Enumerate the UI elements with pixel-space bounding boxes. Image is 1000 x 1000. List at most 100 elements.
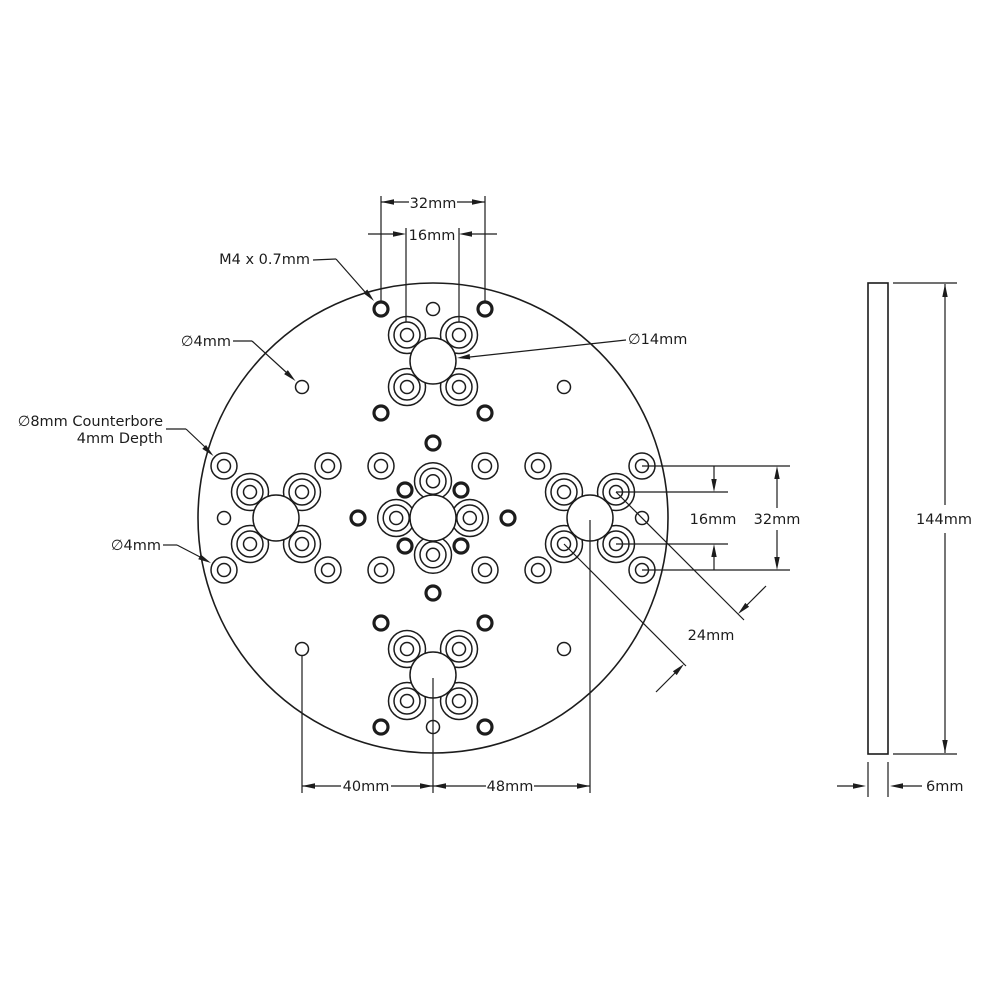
- dimension-arrowhead: [890, 783, 903, 789]
- through-hole-4mm: [216, 510, 232, 526]
- counterbore-through-hole: [294, 484, 310, 500]
- callout-d4-upper: ∅4mm: [181, 334, 231, 350]
- counterbore-through-hole: [451, 693, 467, 709]
- dimension-arrowhead: [774, 557, 780, 570]
- dim-label-40mm: 40mm: [343, 779, 390, 795]
- dim-label-6mm: 6mm: [926, 779, 963, 795]
- m4-tapped-hole: [452, 481, 470, 499]
- dimension-arrowhead: [472, 199, 485, 205]
- dimension-arrowhead: [433, 783, 446, 789]
- m4-tapped-hole: [372, 404, 390, 422]
- dimension-line: [251, 340, 288, 374]
- leader-arrowhead: [198, 554, 211, 563]
- m4-tapped-hole: [476, 300, 494, 318]
- through-hole-4mm: [556, 379, 572, 395]
- leader-arrowhead: [284, 370, 296, 381]
- dim-label-right-32mm: 32mm: [754, 512, 801, 528]
- dim-label-top-32mm: 32mm: [410, 196, 457, 212]
- dimension-arrowhead: [420, 783, 433, 789]
- m4-tapped-hole: [476, 614, 494, 632]
- leader-arrowhead: [457, 353, 471, 360]
- m4-tapped-hole: [476, 718, 494, 736]
- dimension-line: [655, 672, 676, 693]
- counterbore-through-hole: [556, 484, 572, 500]
- dimension-arrowhead: [672, 664, 684, 676]
- dimension-arrowhead: [459, 231, 472, 237]
- leader-arrowhead: [202, 445, 214, 456]
- counterbore-through-hole: [320, 562, 336, 578]
- counterbore-through-hole: [462, 510, 478, 526]
- counterbore-through-hole: [425, 547, 441, 563]
- leader-arrowhead: [363, 289, 374, 301]
- counterbore-through-hole: [216, 458, 232, 474]
- dimension-arrowhead: [711, 479, 717, 492]
- m4-tapped-hole: [349, 509, 367, 527]
- dimension-arrowhead: [577, 783, 590, 789]
- counterbore-through-hole: [242, 536, 258, 552]
- dimension-arrowhead: [302, 783, 315, 789]
- counterbore-through-hole: [399, 379, 415, 395]
- hub-center-bore: [252, 494, 300, 542]
- counterbore-through-hole: [451, 379, 467, 395]
- m4-tapped-hole: [476, 404, 494, 422]
- m4-tapped-hole: [372, 718, 390, 736]
- dimension-arrowhead: [774, 466, 780, 479]
- drawing-geometry: [163, 196, 957, 797]
- dim-label-144mm: 144mm: [916, 512, 972, 528]
- callout-d14-bore: ∅14mm: [628, 332, 687, 348]
- m4-tapped-hole: [452, 537, 470, 555]
- dimension-line: [335, 258, 366, 293]
- callout-counterbore-line2: 4mm Depth: [77, 431, 163, 447]
- hub-center-bore: [409, 337, 457, 385]
- hub-center-bore: [409, 494, 457, 542]
- counterbore-through-hole: [477, 562, 493, 578]
- counterbore-through-hole: [373, 562, 389, 578]
- callout-d4-lower: ∅4mm: [111, 538, 161, 554]
- m4-tapped-hole: [424, 584, 442, 602]
- counterbore-through-hole: [530, 458, 546, 474]
- m4-tapped-hole: [424, 434, 442, 452]
- counterbore-through-hole: [451, 327, 467, 343]
- dimension-arrowhead: [942, 740, 948, 753]
- m4-tapped-hole: [396, 481, 414, 499]
- counterbore-through-hole: [399, 641, 415, 657]
- m4-tapped-hole: [396, 537, 414, 555]
- dimension-arrowhead: [381, 199, 394, 205]
- counterbore-through-hole: [399, 327, 415, 343]
- through-hole-4mm: [294, 641, 310, 657]
- dimension-line: [746, 585, 767, 606]
- through-hole-4mm: [294, 379, 310, 395]
- dimension-line: [563, 543, 687, 667]
- counterbore-through-hole: [373, 458, 389, 474]
- counterbore-through-hole: [216, 562, 232, 578]
- counterbore-through-hole: [399, 693, 415, 709]
- dimension-line: [312, 258, 337, 261]
- dimension-arrowhead: [942, 284, 948, 297]
- through-hole-4mm: [425, 301, 441, 317]
- side-view-plate-profile: [867, 282, 889, 755]
- annotation-text-layer: 32mm 16mm M4 x 0.7mm ∅4mm ∅8mm Counterbo…: [18, 196, 972, 795]
- dimension-line: [185, 428, 206, 448]
- counterbore-through-hole: [294, 536, 310, 552]
- counterbore-through-hole: [530, 562, 546, 578]
- callout-counterbore-line1: ∅8mm Counterbore: [18, 414, 163, 430]
- dimension-arrowhead: [711, 544, 717, 557]
- m4-tapped-hole: [372, 614, 390, 632]
- m4-tapped-hole: [499, 509, 517, 527]
- counterbore-through-hole: [425, 473, 441, 489]
- m4-tapped-hole: [372, 300, 390, 318]
- dim-label-right-16mm: 16mm: [690, 512, 737, 528]
- counterbore-through-hole: [477, 458, 493, 474]
- dim-label-48mm: 48mm: [487, 779, 534, 795]
- dim-label-24mm: 24mm: [688, 628, 735, 644]
- counterbore-through-hole: [451, 641, 467, 657]
- counterbore-through-hole: [388, 510, 404, 526]
- dimension-arrowhead: [393, 231, 406, 237]
- counterbore-through-hole: [320, 458, 336, 474]
- dimension-line: [176, 544, 203, 559]
- callout-m4-thread: M4 x 0.7mm: [219, 252, 310, 268]
- dimension-line: [615, 491, 745, 621]
- dimension-arrowhead: [738, 602, 750, 614]
